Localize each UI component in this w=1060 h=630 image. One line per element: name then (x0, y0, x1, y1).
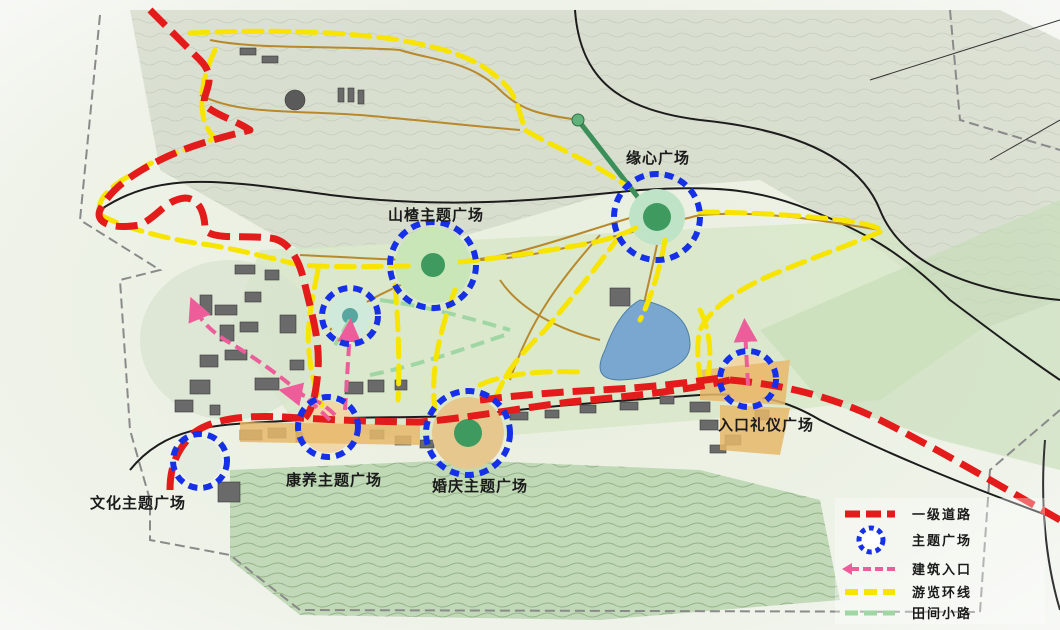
plaza-marker-entrance[interactable] (717, 348, 779, 410)
label-wenhua-plaza: 文化主题广场 (90, 494, 186, 512)
plaza-marker-yuanxin[interactable] (611, 171, 703, 263)
legend-item-primary-road: 一级道路 (845, 507, 972, 523)
legend-label-primary-road: 一级道路 (912, 507, 972, 523)
legend-item-tour-loop: 游览环线 (845, 585, 972, 601)
plaza-marker-hunqing[interactable] (423, 388, 513, 478)
legend-background (835, 498, 1045, 624)
plaza-marker-shancha[interactable] (387, 219, 479, 311)
label-entrance-plaza: 入口礼仪广场 (718, 416, 814, 434)
legend-item-building-entrance: 建筑入口 (842, 562, 972, 578)
legend-label-field-path: 田间小路 (912, 606, 972, 622)
scenic-node (571, 113, 585, 127)
label-yuanxin-plaza: 缘心广场 (626, 149, 690, 167)
plaza-marker-kangyang[interactable] (295, 394, 361, 460)
label-shancha-plaza: 山楂主题广场 (388, 206, 484, 224)
legend-item-theme-plaza: 主题广场 (856, 525, 972, 555)
legend-label-building-entrance: 建筑入口 (912, 562, 972, 578)
legend-label-theme-plaza: 主题广场 (912, 533, 972, 549)
legend-item-field-path: 田间小路 (845, 606, 972, 622)
plaza-marker-wenhua[interactable] (170, 431, 230, 491)
label-kangyang-plaza: 康养主题广场 (286, 471, 382, 489)
theme-plaza-markers (170, 171, 779, 491)
legend: 一级道路 主题广场 建筑入口 游览环线 田间小路 (835, 498, 1045, 624)
plaza-labels: 缘心广场 山楂主题广场 入口礼仪广场 康养主题广场 婚庆主题广场 文化主题广场 (90, 149, 814, 512)
plaza-icon (856, 525, 886, 555)
pond (599, 299, 691, 381)
legend-label-tour-loop: 游览环线 (912, 585, 972, 601)
site-boundary (78, 9, 1060, 613)
plaza-marker-small[interactable] (319, 285, 381, 347)
arrow-head-icon (842, 563, 852, 575)
label-hunqing-plaza: 婚庆主题广场 (432, 477, 528, 495)
